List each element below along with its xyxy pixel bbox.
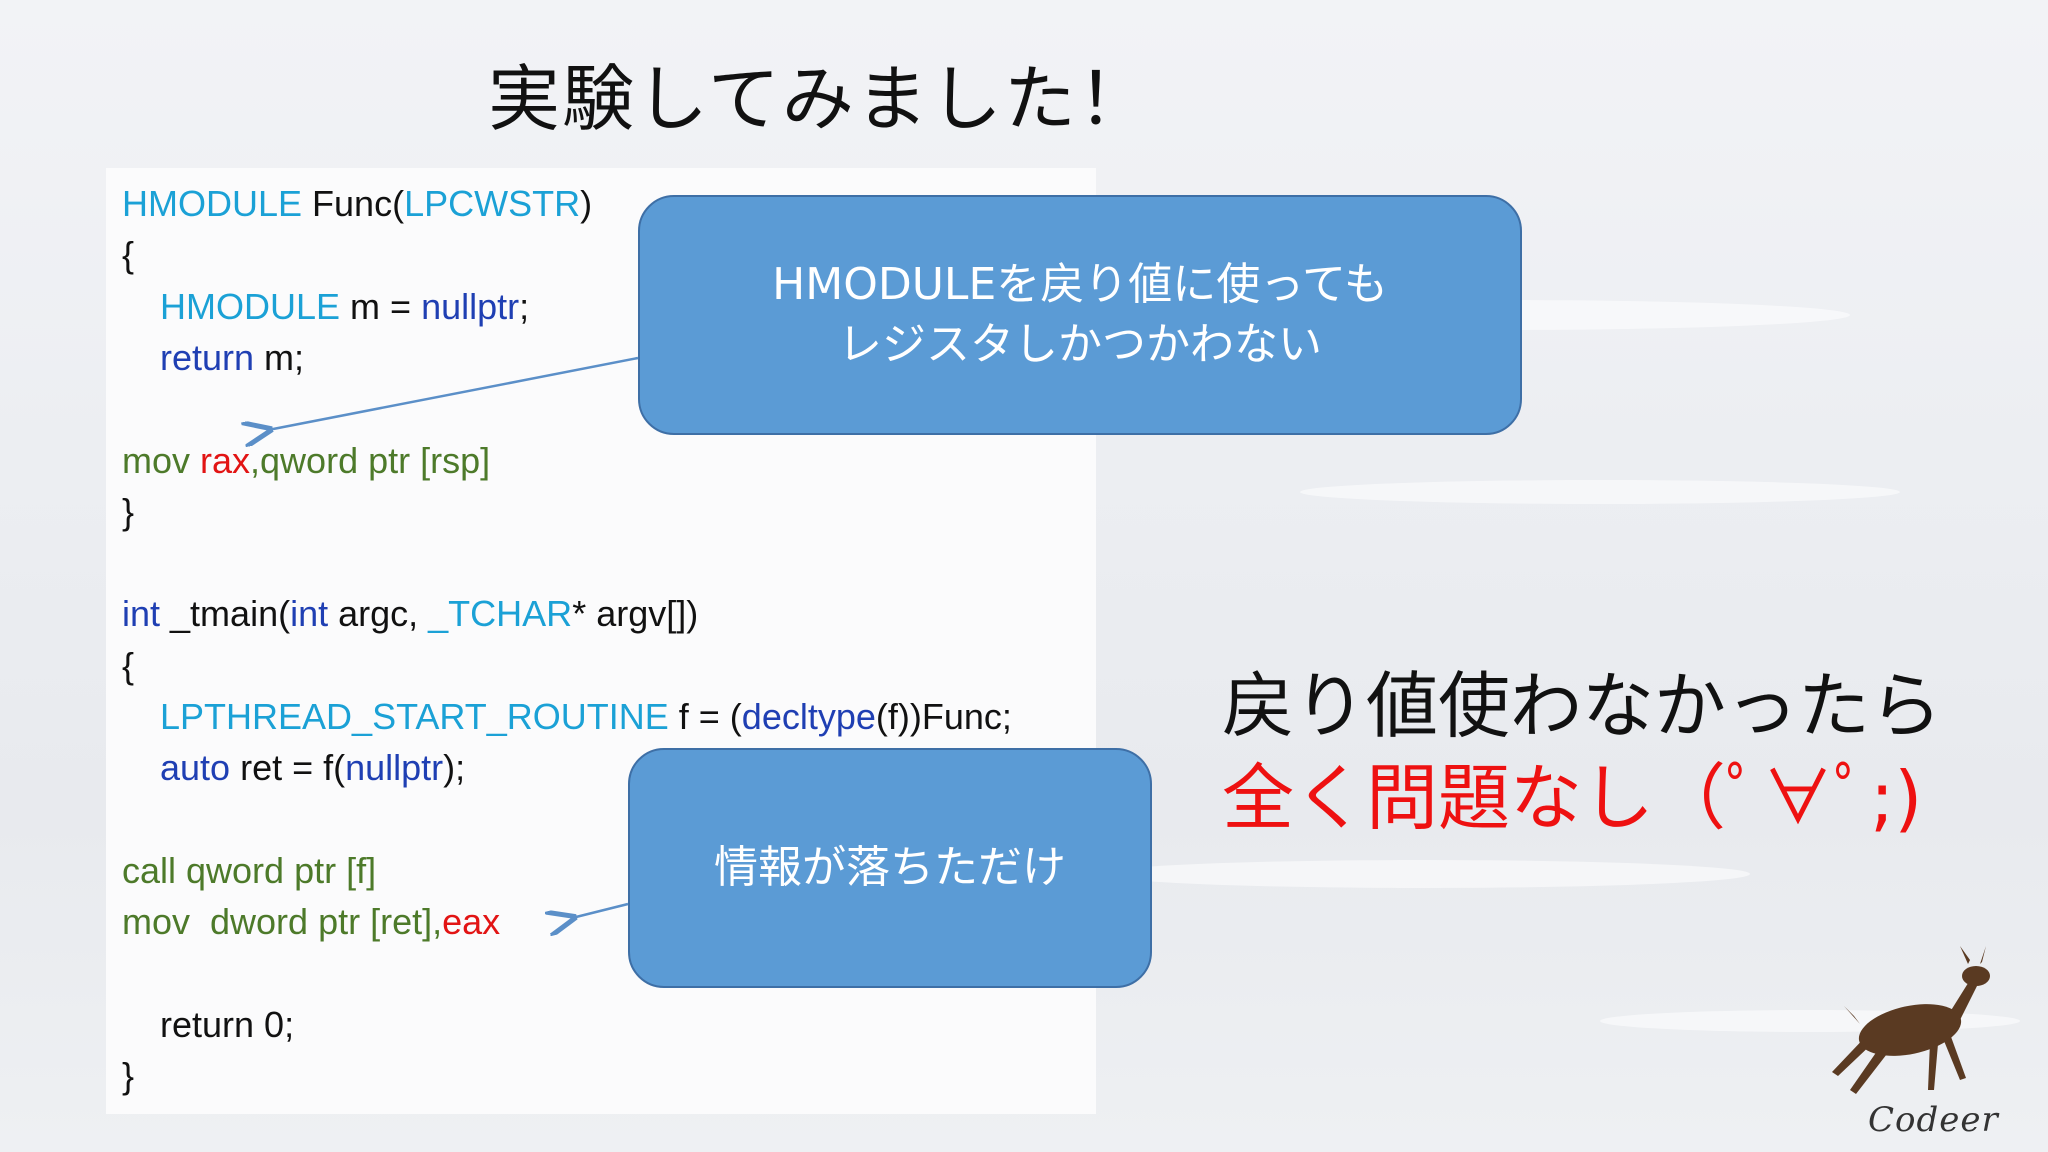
- callout-register-only: HMODULEを戻り値に使っても レジスタしかつかわない: [638, 195, 1522, 435]
- code-token: }: [122, 1055, 135, 1097]
- code-line: HMODULE m = nullptr;: [160, 285, 529, 329]
- code-token: f = (: [668, 696, 742, 737]
- code-token: eax: [442, 901, 501, 943]
- code-token: ,qword ptr [rsp]: [250, 439, 491, 481]
- code-token: decltype: [741, 696, 876, 737]
- code-line: auto ret = f(nullptr);: [160, 746, 465, 790]
- callout-line: HMODULEを戻り値に使っても: [772, 259, 1388, 310]
- code-token: nullptr: [421, 285, 520, 327]
- code-panel: HMODULE Func(LPCWSTR) { HMODULE m = nullpt…: [106, 168, 1096, 1114]
- code-line: {: [122, 233, 134, 277]
- code-token: argc,: [328, 593, 429, 635]
- code-line: int _tmain(int argc, _TCHAR* argv[]): [122, 592, 698, 636]
- code-token: rax: [200, 439, 251, 481]
- code-token: _tmain(: [160, 593, 291, 635]
- code-token: int: [122, 593, 161, 635]
- conclusion-text: 戻り値使わなかったら 全く問題なし（ﾟ∀ﾟ;): [1222, 660, 1942, 844]
- conclusion-line-1: 戻り値使わなかったら: [1222, 664, 1943, 748]
- code-line: mov dword ptr [ret],eax: [122, 900, 500, 944]
- code-token: mov dword ptr [ret],: [122, 901, 443, 943]
- code-token: (f))Func;: [875, 696, 1012, 737]
- conclusion-line-2: 全く問題なし（ﾟ∀ﾟ;): [1222, 756, 1923, 840]
- code-token: ;: [519, 285, 530, 327]
- callout-line: レジスタしかつかわない: [838, 319, 1322, 370]
- code-token: );: [443, 747, 466, 789]
- code-token: Func(: [302, 183, 405, 224]
- code-token: int: [290, 593, 329, 635]
- code-token: {: [122, 644, 135, 686]
- code-token: return: [160, 336, 255, 378]
- code-line: {: [122, 644, 134, 688]
- code-token: _TCHAR: [428, 593, 573, 635]
- background-streak: [1300, 480, 1900, 504]
- code-token: call qword ptr [f]: [122, 849, 377, 891]
- code-token: ret = f(: [230, 747, 346, 789]
- code-token: nullptr: [345, 747, 444, 789]
- code-token: LPCWSTR: [404, 183, 581, 224]
- background-streak: [1100, 860, 1750, 888]
- deer-logo-icon: [1832, 946, 1990, 1094]
- code-token: HMODULE: [122, 183, 303, 224]
- code-line: }: [122, 490, 134, 534]
- code-token: auto: [160, 747, 231, 789]
- slide-title: 実験してみました！: [488, 57, 1152, 141]
- callout-info-dropped: 情報が落ちただけ: [628, 748, 1152, 988]
- codeer-logo-text: Codeer: [1868, 1100, 1999, 1140]
- code-token: * argv[]): [572, 593, 699, 635]
- code-line: return 0;: [160, 1003, 294, 1047]
- code-token: }: [122, 490, 135, 532]
- code-token: return 0;: [160, 1003, 295, 1045]
- code-line: mov rax,qword ptr [rsp]: [122, 439, 490, 483]
- code-line: return m;: [160, 336, 304, 380]
- code-line: call qword ptr [f]: [122, 849, 376, 893]
- callout-line: 情報が落ちただけ: [714, 842, 1066, 893]
- code-token: LPTHREAD_START_ROUTINE: [160, 696, 669, 737]
- code-token: m =: [340, 285, 422, 327]
- code-token: HMODULE: [160, 285, 341, 327]
- code-token: mov: [122, 439, 201, 481]
- code-token: ): [580, 183, 593, 224]
- code-token: m;: [254, 336, 305, 378]
- code-line: LPTHREAD_START_ROUTINE f = (decltype(f))…: [160, 695, 1012, 739]
- code-line: HMODULE Func(LPCWSTR): [122, 182, 592, 226]
- code-line: }: [122, 1054, 134, 1098]
- code-token: {: [122, 234, 135, 276]
